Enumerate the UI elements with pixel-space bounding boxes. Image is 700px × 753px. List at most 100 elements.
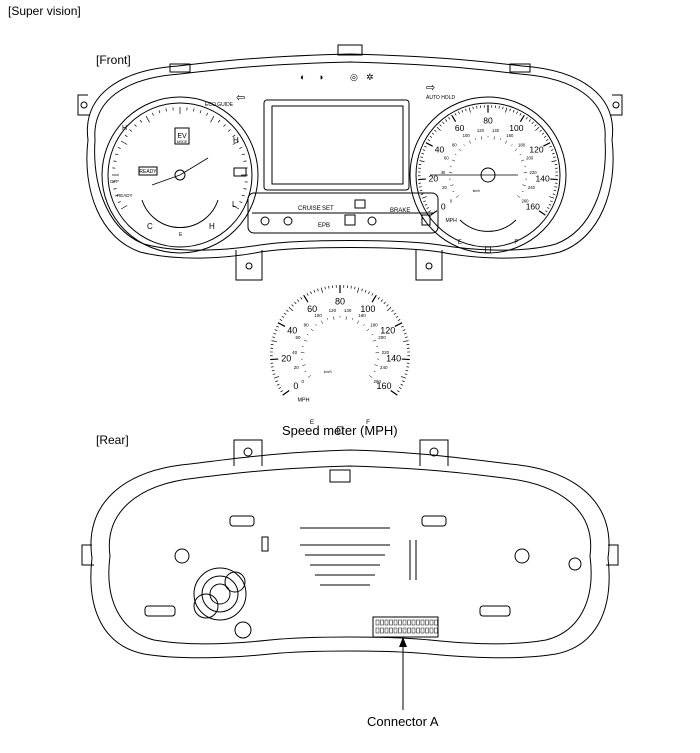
mph-speed-outer-tick: [278, 387, 282, 389]
headlamp-icon: ◐: [300, 72, 305, 82]
front-speed-outer-tick: [424, 203, 428, 206]
power-gauge-tick: [139, 119, 143, 123]
mph-speed-outer-tick: [400, 383, 404, 386]
front-speed-outer-tick: [502, 106, 504, 110]
top-left-clip: [169, 63, 191, 73]
power-gauge-tick: [232, 134, 236, 138]
connector-pin: [389, 627, 393, 634]
connector-pin: [434, 619, 438, 626]
mph-speed-outer-tick: [397, 319, 401, 322]
front-speed-outer-tick: [429, 135, 433, 138]
turn-left-icon: ⇦: [236, 92, 245, 104]
power-gauge-tick: [232, 140, 240, 145]
mph-speed-outer-tick: [303, 294, 309, 303]
front-speed-inner-label: 120: [477, 128, 485, 133]
front-speed-outer-tick: [472, 106, 474, 110]
mph-speed-outer-tick: [300, 297, 303, 300]
front-speed-outer-tick: [534, 124, 537, 127]
front-speed-outer-tick: [519, 114, 525, 123]
power-gauge-tick: [243, 188, 247, 190]
temp-mark-h: H: [209, 222, 215, 231]
power-gauge-tick: [115, 194, 119, 197]
power-gauge-tick: [152, 112, 154, 116]
mph-speed-outer-tick: [401, 325, 404, 328]
front-speed-inner-label: 80: [452, 143, 457, 148]
rear-small-slot: [261, 536, 269, 552]
mph-speed-outer-tick: [400, 376, 407, 379]
front-speed-outer-label: 0: [441, 201, 446, 211]
connector-pin: [420, 627, 425, 634]
front-speed-outer-tick: [419, 160, 425, 162]
mph-speed-outer-tick: [274, 329, 278, 331]
page-title: [Super vision]: [8, 4, 81, 18]
front-speed-outer-tick: [512, 109, 515, 113]
front-speed-outer-tick: [553, 189, 557, 192]
mph-speed-outer-tick: [361, 288, 363, 292]
highbeam-icon: ◑: [318, 72, 323, 82]
rear-left-slot: [229, 515, 255, 527]
connector-a-arrowhead: [399, 637, 407, 647]
mph-speed-outer-tick: [354, 286, 356, 290]
rear-right-tab: [606, 544, 619, 566]
rear-right-boss: [514, 548, 530, 564]
mph-speed-outer-tick: [403, 332, 407, 335]
rear-far-right-boss: [568, 557, 582, 571]
bottom-left-tab-hole: [245, 262, 253, 270]
tpms-lamp-icon: [367, 216, 377, 226]
temp-mark-c: C: [147, 222, 153, 231]
mph-speed-outer-tick: [317, 288, 319, 292]
off-text: OFF: [110, 179, 119, 184]
power-gauge-hub: [174, 169, 186, 181]
front-speed-outer-label: 160: [526, 201, 540, 211]
front-speed-outer-tick: [551, 152, 555, 155]
connector-pin: [375, 619, 380, 626]
mph-speed-outer-tick: [371, 293, 374, 296]
mph-speed-outer-tick: [272, 336, 276, 338]
ready-badge: [138, 166, 158, 176]
mph-speed-inner-tick: [310, 328, 314, 332]
power-gauge-tick: [117, 147, 121, 149]
turn-right-icon: ⇨: [426, 82, 435, 94]
seatbelt-lamp-icon: [344, 214, 356, 226]
ev-sub-text: MODE: [177, 140, 188, 144]
mph-speed-inner-tick: [304, 370, 307, 373]
rear-view-label: [Rear]: [96, 433, 129, 447]
mph-speed-outer-tick: [371, 294, 377, 303]
mph-speed-inner-label: 160: [358, 313, 366, 318]
front-speed-unit-kmh: km/h: [473, 189, 480, 193]
connector-pin: [411, 619, 416, 626]
front-speed-outer-tick: [535, 126, 540, 131]
front-speed-outer-tick: [448, 117, 451, 120]
connector-pin: [407, 619, 411, 626]
mph-speed-outer-tick: [277, 322, 286, 327]
front-speed-outer-tick: [418, 178, 426, 181]
front-speed-inner-tick: [458, 148, 462, 152]
speedometer-bezel: [409, 96, 567, 254]
connector-pin: [393, 619, 398, 626]
cruise-indicator: CRUISE: [298, 206, 321, 212]
mph-speed-outer-tick: [275, 380, 278, 383]
bottom-right-tab-hole: [425, 262, 433, 270]
rear-top-left-hole: [243, 447, 253, 457]
front-speed-inner-label: 200: [526, 155, 534, 160]
front-speed-inner-label: 100: [463, 133, 471, 138]
front-speed-outer-tick: [545, 210, 548, 213]
power-gauge-tick: [239, 201, 243, 203]
connector-pin: [389, 619, 393, 626]
left-mounting-tab: [77, 94, 90, 116]
mph-speed-outer-tick: [320, 287, 323, 293]
epb-indicator: EPB: [318, 223, 330, 229]
power-gauge-tick: [117, 201, 121, 203]
power-gauge-tick: [165, 108, 167, 112]
mph-speed-inner-tick: [372, 339, 377, 342]
mph-speed-inner-tick: [363, 324, 365, 326]
auto-hold-indicator: AUTO HOLD: [426, 95, 455, 101]
front-speed-outer-tick: [548, 203, 552, 206]
power-gauge-tick: [241, 194, 245, 197]
mph-speed-outer-tick: [368, 291, 370, 295]
speed-meter-caption: Speed meter (MPH): [282, 423, 398, 438]
mph-speed-outer-tick: [279, 319, 283, 322]
gauge-mark-e: E: [179, 232, 183, 238]
front-speed-inner-label: 260: [521, 199, 529, 204]
top-clip: [337, 44, 363, 56]
